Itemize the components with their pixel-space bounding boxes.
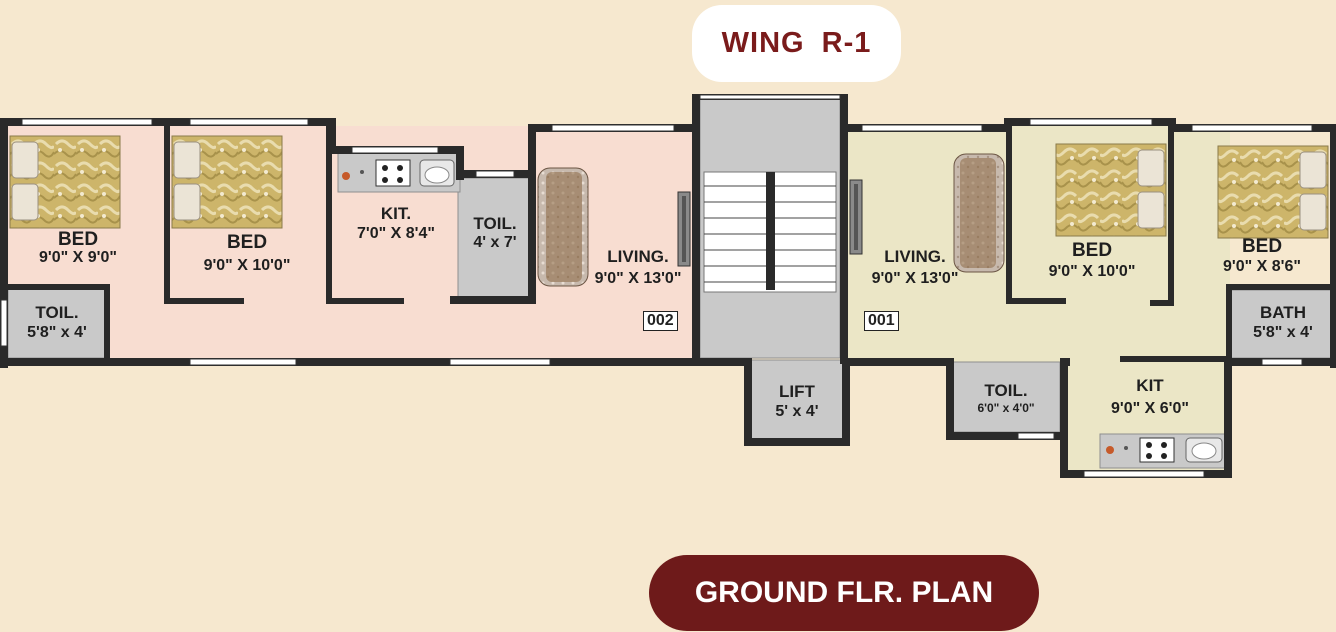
room-size: 5' x 4' bbox=[775, 402, 819, 420]
room-size: 4' x 7' bbox=[473, 233, 517, 251]
room-label-bed-2-002: BED 9'0" X 10'0" bbox=[184, 233, 310, 275]
room-name: BED bbox=[1241, 236, 1283, 257]
room-name: TOIL. bbox=[35, 303, 79, 322]
room-label-lift: LIFT 5' x 4' bbox=[752, 383, 842, 421]
room-size: 9'0" X 8'6" bbox=[1223, 257, 1301, 275]
room-size: 9'0" X 9'0" bbox=[39, 248, 117, 266]
wing-title: WING R-1 bbox=[692, 5, 901, 82]
room-size: 6'0" x 4'0" bbox=[977, 400, 1035, 415]
room-name: BED bbox=[226, 232, 268, 253]
door-icon bbox=[677, 179, 863, 267]
room-name: TOIL. bbox=[473, 214, 517, 233]
room-name: BED bbox=[57, 229, 99, 250]
room-size: 9'0" X 10'0" bbox=[203, 256, 291, 274]
room-name: KIT bbox=[1136, 376, 1164, 395]
room-size: 9'0" X 6'0" bbox=[1111, 399, 1189, 417]
room-label-living-002: LIVING. 9'0" X 13'0" bbox=[584, 248, 692, 288]
room-label-bed-1-002: BED 9'0" X 9'0" bbox=[20, 230, 136, 267]
room-label-bath-001: BATH 5'8" x 4' bbox=[1236, 304, 1330, 342]
room-name: LIVING. bbox=[607, 247, 669, 266]
room-label-toilet-001: TOIL. 6'0" x 4'0" bbox=[956, 382, 1056, 414]
room-size: 9'0" X 13'0" bbox=[594, 269, 682, 287]
room-size: 5'8" x 4' bbox=[27, 323, 87, 341]
sink-icon bbox=[419, 159, 1223, 463]
flat-number-001: 001 bbox=[864, 311, 899, 331]
room-name: KIT. bbox=[380, 204, 412, 223]
stove-icon bbox=[342, 159, 1175, 463]
room-size: 7'0" X 8'4" bbox=[357, 224, 435, 242]
room-label-toilet-mid-002: TOIL. 4' x 7' bbox=[460, 215, 530, 252]
room-size: 5'8" x 4' bbox=[1253, 323, 1313, 341]
flat-number-002: 002 bbox=[643, 311, 678, 331]
room-label-kitchen-001: KIT 9'0" X 6'0" bbox=[1090, 377, 1210, 418]
staircase-icon bbox=[703, 171, 837, 293]
sofa-icon bbox=[537, 153, 1005, 287]
room-name: TOIL. bbox=[984, 381, 1028, 400]
room-name: LIFT bbox=[779, 382, 815, 401]
room-label-bed-2-001: BED 9'0" X 8'6" bbox=[1206, 237, 1318, 276]
room-label-kitchen-002: KIT. 7'0" X 8'4" bbox=[340, 205, 452, 243]
room-name: LIVING. bbox=[884, 247, 946, 266]
plan-title: GROUND FLR. PLAN bbox=[649, 555, 1039, 631]
room-size: 9'0" X 10'0" bbox=[1048, 262, 1136, 280]
window-icon bbox=[0, 94, 1313, 478]
room-size: 9'0" X 13'0" bbox=[871, 269, 959, 287]
room-name: BED bbox=[1071, 240, 1113, 261]
room-label-toilet-left-002: TOIL. 5'8" x 4' bbox=[10, 304, 104, 342]
room-label-bed-1-001: BED 9'0" X 10'0" bbox=[1034, 241, 1150, 281]
room-label-living-001: LIVING. 9'0" X 13'0" bbox=[860, 248, 970, 288]
room-name: BATH bbox=[1260, 303, 1306, 322]
